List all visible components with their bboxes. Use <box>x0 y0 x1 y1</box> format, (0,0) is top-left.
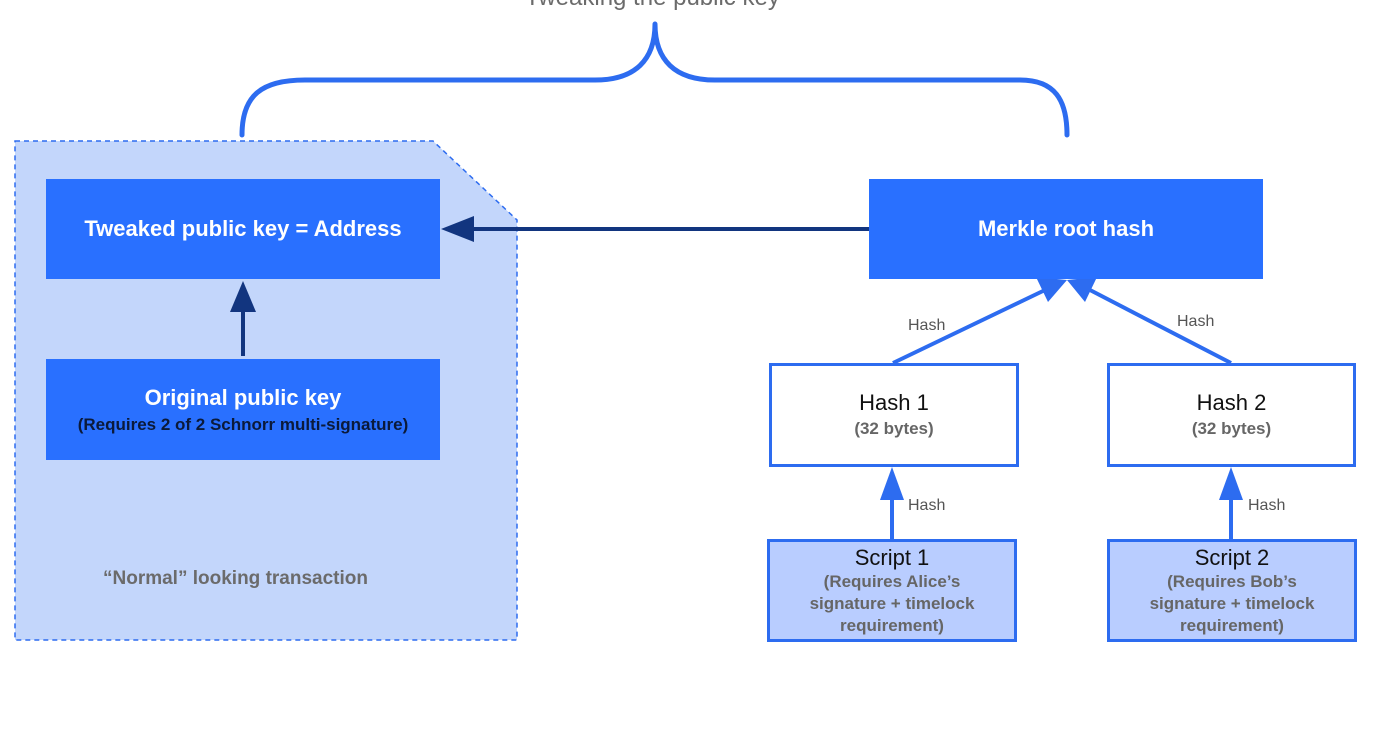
hash1-to-root-arrow-line <box>892 288 1046 365</box>
script1-title: Script 1 <box>854 544 930 570</box>
tweaked-public-key-title: Tweaked public key = Address <box>84 216 402 241</box>
script1-to-hash1-label: Hash <box>908 497 946 514</box>
original-public-key-title: Original public key <box>144 384 342 410</box>
script2-to-hash2-label: Hash <box>1248 497 1286 514</box>
script1-to-hash1-arrowhead <box>880 467 904 500</box>
hash2-to-root-arrow-line <box>1089 288 1232 365</box>
script1-subtitle: (Requires Alice’s signature + timelock r… <box>809 571 975 635</box>
diagram-title: Tweaking the public key <box>525 0 780 12</box>
original-public-key-node: Original public key (Requires 2 of 2 Sch… <box>46 359 440 460</box>
hash1-subtitle: (32 bytes) <box>854 419 934 438</box>
root-to-address-arrowhead <box>441 216 474 242</box>
normal-transaction-label: “Normal” looking transaction <box>103 568 368 589</box>
hash2-subtitle: (32 bytes) <box>1191 419 1272 438</box>
original-to-tweaked-arrowhead <box>230 281 256 312</box>
script2-to-hash2-arrowhead <box>1219 467 1243 500</box>
hash1-node: Hash 1 (32 bytes) <box>769 363 1019 467</box>
hash2-title: Hash 2 <box>1196 390 1267 415</box>
merkle-root-hash-node: Merkle root hash <box>869 179 1263 279</box>
curly-brace <box>239 21 1070 138</box>
hash2-to-root-arrowhead <box>1067 277 1097 302</box>
hash1-title: Hash 1 <box>859 390 929 415</box>
hash2-node: Hash 2 (32 bytes) <box>1107 363 1356 467</box>
tweaked-public-key-node: Tweaked public key = Address <box>46 179 440 279</box>
script2-subtitle: (Requires Bob’s signature + timelock req… <box>1149 571 1315 635</box>
hash1-to-root-arrowhead <box>1036 277 1067 302</box>
hash1-to-root-label: Hash <box>908 317 946 334</box>
original-public-key-subtitle: (Requires 2 of 2 Schnorr multi-signature… <box>77 414 409 434</box>
script2-node: Script 2 (Requires Bob’s signature + tim… <box>1107 539 1357 642</box>
script1-node: Script 1 (Requires Alice’s signature + t… <box>767 539 1017 642</box>
hash2-to-root-label: Hash <box>1177 313 1215 330</box>
script2-title: Script 2 <box>1194 544 1270 570</box>
merkle-root-hash-title: Merkle root hash <box>977 216 1155 241</box>
